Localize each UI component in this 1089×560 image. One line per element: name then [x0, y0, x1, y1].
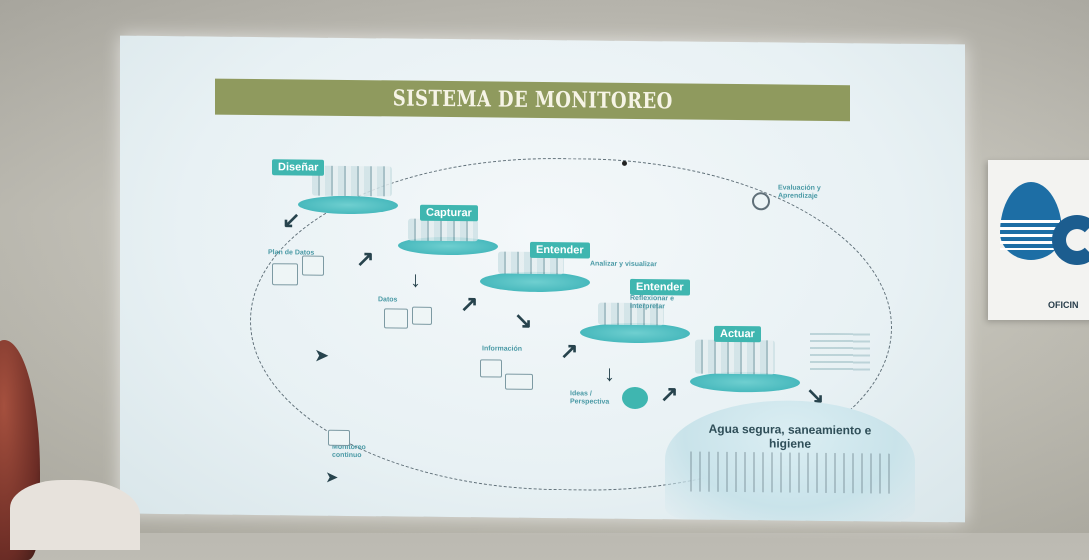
information-icon: [480, 359, 502, 378]
stage-capture-label: Capturar: [420, 204, 478, 222]
logo-letter-shape: [1052, 215, 1089, 265]
design-platform: [298, 195, 398, 215]
arrow-ideas-to-act: ↗: [660, 381, 679, 407]
slide-title-bar: SISTEMA DE MONITOREO: [215, 78, 850, 122]
arrow-capture-to-data: ↓: [410, 266, 421, 292]
data-icon-2: [412, 306, 432, 325]
waves-icon: [1000, 220, 1060, 250]
lightbulb-icon: [622, 386, 648, 410]
reflect-interpret-sublabel: Reflexionar e interpretar: [630, 294, 674, 311]
arrow-loop-left: ➤: [315, 347, 329, 365]
logo-text: OFICIN: [1048, 300, 1079, 310]
projected-slide: SISTEMA DE MONITOREO Diseñar Capturar En…: [120, 35, 965, 523]
slide-title: SISTEMA DE MONITOREO: [392, 85, 673, 115]
person-shirt: [10, 480, 140, 550]
data-plan-icon-2: [302, 255, 324, 276]
data-plan-icon: [272, 263, 298, 286]
act-notes: [810, 332, 870, 374]
data-icon: [384, 308, 408, 329]
continuous-monitoring-label: Monitoreo continuo: [332, 443, 366, 460]
goal-crowd-illustration: [690, 451, 890, 494]
analyze-visualize-sublabel: Analizar y visualizar: [590, 260, 657, 269]
evaluation-learning-label: Evaluación y Aprendizaje: [778, 184, 821, 200]
continuous-monitoring-icon: [328, 429, 350, 446]
arrow-reflect-to-ideas: ↓: [604, 360, 615, 386]
stage-understand-analyze-label: Entender: [530, 241, 590, 259]
act-illustration: [695, 339, 775, 375]
stage-act-label: Actuar: [714, 325, 761, 343]
arrow-understand-to-information: ↘: [514, 307, 533, 333]
wall-logo-panel: OFICIN: [988, 160, 1089, 320]
stage-design-label: Diseñar: [272, 159, 325, 176]
information-icon-2: [505, 373, 533, 390]
ideas-perspective-label: Ideas / Perspectiva: [570, 390, 610, 406]
capture-illustration: [408, 218, 478, 242]
arrow-design-to-plan: ↙: [282, 207, 301, 233]
data-label: Datos: [378, 296, 398, 304]
arrow-plan-to-capture: ↗: [356, 246, 375, 272]
information-label: Información: [482, 345, 523, 353]
arrow-loop-bottom: ➤: [326, 468, 338, 485]
loop-dot: [622, 160, 627, 166]
goal-statement: Agua segura, saneamiento e higiene: [708, 421, 872, 451]
stage-understand-reflect-label: Entender: [630, 278, 690, 296]
magnifier-icon: [752, 192, 770, 211]
arrow-information-to-reflect: ↗: [560, 338, 579, 364]
arrow-data-to-understand: ↗: [460, 291, 479, 317]
